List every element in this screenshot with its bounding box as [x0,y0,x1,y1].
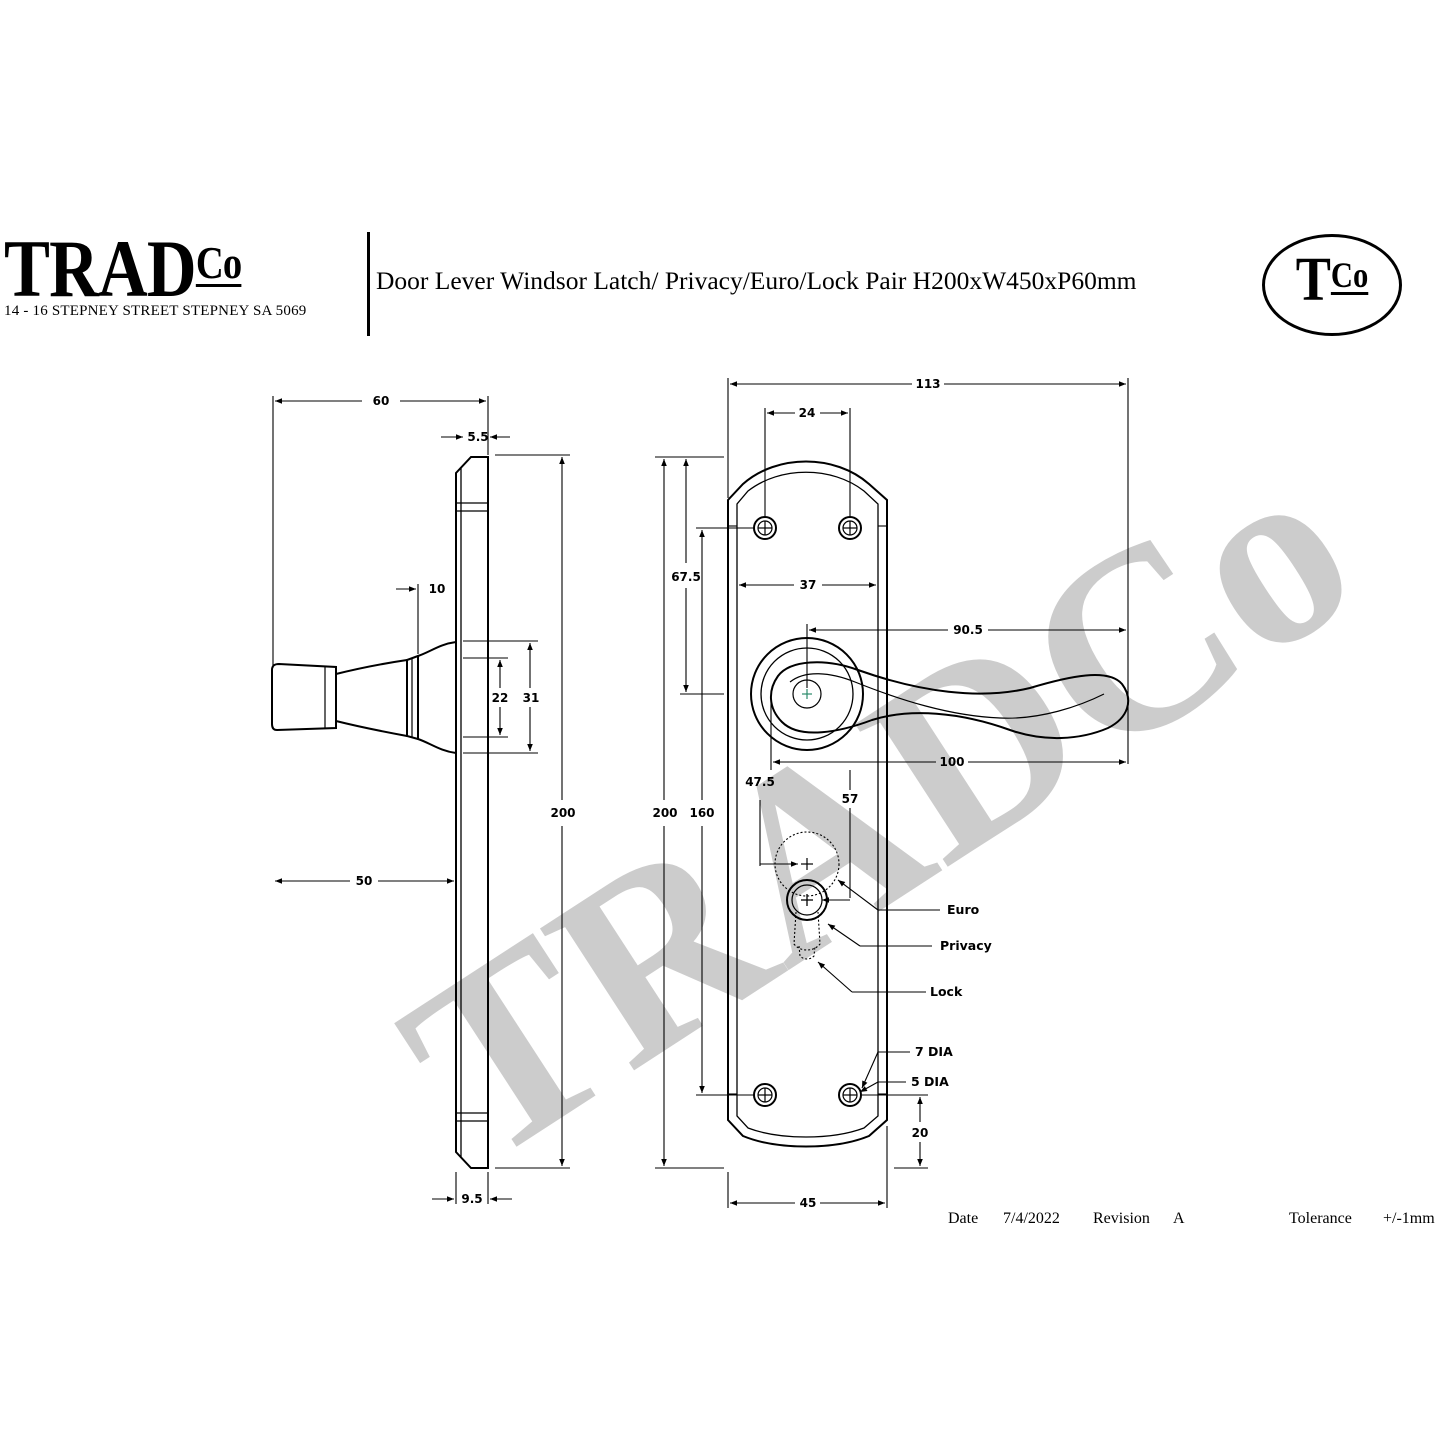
date-label: Date [948,1210,979,1227]
callout-7-dia: 7 DIA [915,1044,953,1059]
brand-logo: TRADCo [4,228,242,310]
callout-euro: Euro [947,902,980,917]
screw-hole-top-right [838,516,862,540]
brand-suffix: Co [195,237,242,288]
dim-plate-width-45: 45 [800,1196,817,1210]
revision-label: Revision [1093,1210,1150,1227]
dim-side-height-200: 200 [550,806,575,820]
dim-base-9-5: 9.5 [461,1192,482,1206]
dim-hole-span-160: 160 [689,806,714,820]
dim-lever-drop-100: 100 [939,755,964,769]
dim-neck-10: 10 [429,582,446,596]
brand-name: TRAD [4,223,197,314]
callout-privacy: Privacy [940,938,992,953]
dim-overall-width-113: 113 [915,377,940,391]
tolerance-label: Tolerance [1289,1210,1352,1227]
side-view [271,456,489,1169]
dim-front-height-200: 200 [652,806,677,820]
callout-5-dia: 5 DIA [911,1074,949,1089]
dim-projection-50: 50 [356,874,373,888]
dim-31: 31 [523,691,540,705]
drawing-title: Door Lever Windsor Latch/ Privacy/Euro/L… [376,266,1137,295]
company-address: 14 - 16 STEPNEY STREET STEPNEY SA 5069 [4,303,307,319]
date-value: 7/4/2022 [1003,1210,1060,1227]
badge-suffix: Co [1330,255,1369,295]
front-view-dimensions [655,378,1129,1208]
front-view [727,460,1130,1148]
screw-hole-bottom-left [753,1083,777,1107]
screw-hole-top-left [753,516,777,540]
revision-value: A [1173,1210,1185,1227]
dim-inner-width-37: 37 [800,578,817,592]
dim-bottom-offset-20: 20 [912,1126,929,1140]
dim-lever-length-90-5: 90.5 [953,623,983,637]
side-view-dimensions [272,396,570,1204]
dim-plate-5-5: 5.5 [467,430,488,444]
badge-letter: T [1295,246,1331,314]
front-view-dimension-labels: 113 24 67.5 37 90.5 100 47.5 57 200 160 … [652,377,991,1210]
screw-hole-bottom-right [838,1083,862,1107]
dim-57: 57 [842,792,859,806]
callout-lock: Lock [930,984,963,999]
dim-top-holes-24: 24 [799,406,816,420]
side-view-dimension-labels: 60 5.5 10 22 31 200 50 9.5 [356,394,576,1206]
dim-22: 22 [492,691,509,705]
tolerance-value: +/-1mm [1383,1210,1435,1227]
header-divider [367,232,370,336]
dim-47-5: 47.5 [745,775,775,789]
dim-depth-60: 60 [373,394,390,408]
badge-logo: TCo [1262,234,1402,336]
dim-67-5: 67.5 [671,570,701,584]
